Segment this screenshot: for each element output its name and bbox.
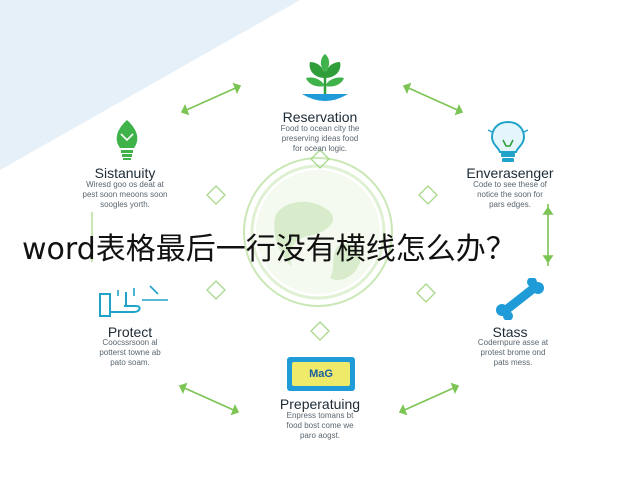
hand-plant-icon	[99, 285, 168, 317]
node-label-preperatuing: Preperatuing	[279, 396, 361, 412]
sign-icon: MaG	[287, 357, 355, 391]
sign-text: MaG	[292, 362, 350, 386]
diamond-decorations	[206, 149, 438, 341]
lightbulb-icon	[487, 120, 529, 162]
node-label-protect: Protect	[107, 324, 153, 340]
bone-icon	[496, 278, 544, 320]
node-label-enversenger: Enverasenger	[466, 165, 554, 181]
leaf-bulb-icon	[116, 120, 138, 160]
plant-icon	[302, 54, 348, 101]
corner-decoration	[0, 0, 300, 170]
overlay-title: word表格最后一行没有横线怎么办？	[22, 232, 516, 267]
node-label-sistanuity: Sistanuity	[94, 165, 156, 181]
connector-arrows	[91, 82, 554, 416]
globe-graphic	[243, 157, 393, 307]
node-label-reservation: Reservation	[282, 109, 358, 125]
node-label-stass: Stass	[492, 324, 528, 340]
